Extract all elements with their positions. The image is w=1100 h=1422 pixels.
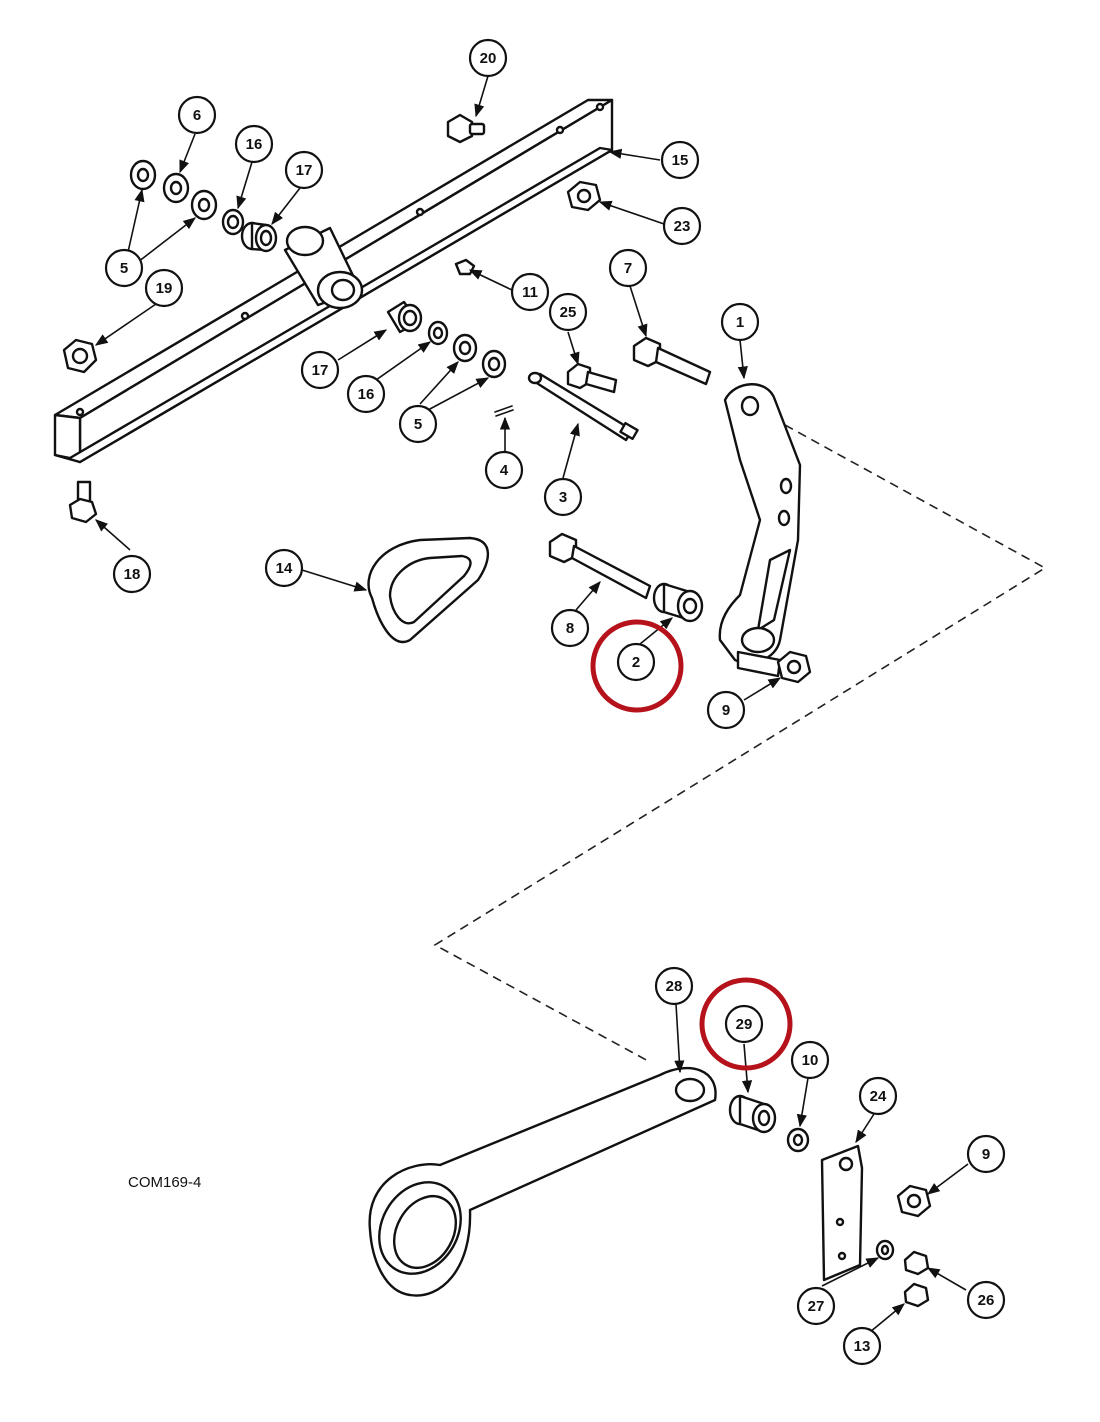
svg-text:26: 26	[978, 1292, 995, 1309]
part-29-bushing	[728, 1094, 777, 1134]
svg-text:9: 9	[982, 1146, 990, 1163]
part-28-connecting-rod	[368, 1066, 717, 1297]
callout-1: 1	[720, 302, 760, 342]
svg-text:24: 24	[870, 1088, 887, 1105]
part-9-nut-upper	[776, 650, 812, 684]
svg-text:15: 15	[672, 152, 689, 169]
callout-8: 8	[550, 608, 590, 648]
callout-16-upper: 16	[234, 124, 274, 164]
callout-5-lower: 5	[398, 404, 438, 444]
callout-7: 7	[608, 248, 648, 288]
callout-10: 10	[790, 1040, 830, 1080]
svg-text:19: 19	[156, 280, 173, 297]
svg-text:23: 23	[674, 218, 691, 235]
callout-24: 24	[858, 1076, 898, 1116]
part-9-nut-lower	[896, 1184, 932, 1218]
svg-text:18: 18	[124, 566, 141, 583]
part-8-bolt	[548, 532, 652, 600]
svg-text:16: 16	[246, 136, 263, 153]
callout-25: 25	[548, 292, 588, 332]
figure-code-label: COM169-4	[128, 1174, 201, 1191]
callout-2: 2	[616, 642, 656, 682]
callout-11: 11	[510, 272, 550, 312]
part-5-6-washers-upper	[129, 159, 218, 221]
part-7-bolt	[632, 336, 712, 386]
svg-text:14: 14	[276, 560, 293, 577]
callout-18: 18	[112, 554, 152, 594]
part-17-bushing-upper	[240, 221, 278, 253]
part-5-washers-lower	[452, 333, 507, 379]
svg-text:27: 27	[808, 1298, 825, 1315]
callout-14: 14	[264, 548, 304, 588]
part-13-nut	[903, 1282, 930, 1308]
part-23-nut	[566, 180, 602, 212]
callout-20: 20	[468, 38, 508, 78]
callout-9-upper: 9	[706, 690, 746, 730]
svg-text:25: 25	[560, 304, 577, 321]
svg-text:4: 4	[500, 462, 509, 479]
callout-23: 23	[662, 206, 702, 246]
part-14-boot	[367, 536, 490, 644]
svg-text:28: 28	[666, 978, 683, 995]
part-1-lever-arm	[718, 383, 802, 678]
callout-6: 6	[177, 95, 217, 135]
callout-16-lower: 16	[346, 374, 386, 414]
callout-17-lower: 17	[300, 350, 340, 390]
part-18-bolt	[68, 480, 98, 524]
connection-dashed-line	[433, 424, 1047, 1063]
svg-text:10: 10	[802, 1052, 819, 1069]
part-16-ring-upper	[221, 208, 245, 236]
part-4-pin	[494, 405, 514, 417]
part-3-shaft	[527, 371, 639, 442]
callout-13: 13	[842, 1326, 882, 1366]
part-25-bolt	[566, 362, 618, 394]
svg-text:13: 13	[854, 1338, 871, 1355]
part-20-bolt	[446, 113, 486, 144]
callout-3: 3	[543, 477, 583, 517]
part-27-lock-washer	[875, 1239, 895, 1261]
callout-19: 19	[144, 268, 184, 308]
part-11-fitting	[454, 258, 476, 276]
callout-15: 15	[660, 140, 700, 180]
part-26-nut	[903, 1250, 930, 1276]
svg-text:3: 3	[559, 489, 567, 506]
svg-text:29: 29	[736, 1016, 753, 1033]
part-2-bushing	[652, 582, 704, 623]
svg-text:5: 5	[414, 416, 422, 433]
svg-text:17: 17	[296, 162, 313, 179]
part-10-washer	[786, 1127, 810, 1153]
svg-text:2: 2	[632, 654, 640, 671]
callouts: 20 15 23 6 16 17 5 19 11 7 1 25 17 16 5 …	[104, 38, 1006, 1366]
svg-text:8: 8	[566, 620, 574, 637]
part-17-bushing-lower	[386, 300, 423, 334]
svg-text:9: 9	[722, 702, 730, 719]
svg-text:11: 11	[522, 284, 538, 301]
callout-5-upper: 5	[104, 248, 144, 288]
callout-27: 27	[796, 1286, 836, 1326]
part-tube	[283, 225, 364, 310]
callout-17-upper: 17	[284, 150, 324, 190]
callout-26: 26	[966, 1280, 1006, 1320]
svg-text:1: 1	[736, 314, 744, 331]
highlight-ring-part-29	[699, 977, 793, 1071]
part-16-ring-lower	[427, 320, 449, 346]
svg-text:7: 7	[624, 260, 632, 277]
highlight-ring-part-2	[590, 619, 684, 713]
callout-4: 4	[484, 450, 524, 490]
svg-text:5: 5	[120, 260, 128, 277]
svg-text:6: 6	[193, 107, 201, 124]
part-24-plate	[820, 1144, 864, 1282]
part-19-nut	[62, 338, 98, 374]
callout-28: 28	[654, 966, 694, 1006]
callout-29: 29	[724, 1004, 764, 1044]
leader-lines	[94, 75, 969, 1333]
svg-text:17: 17	[312, 362, 329, 379]
callout-9-lower: 9	[966, 1134, 1006, 1174]
svg-text:16: 16	[358, 386, 375, 403]
svg-text:20: 20	[480, 50, 497, 67]
